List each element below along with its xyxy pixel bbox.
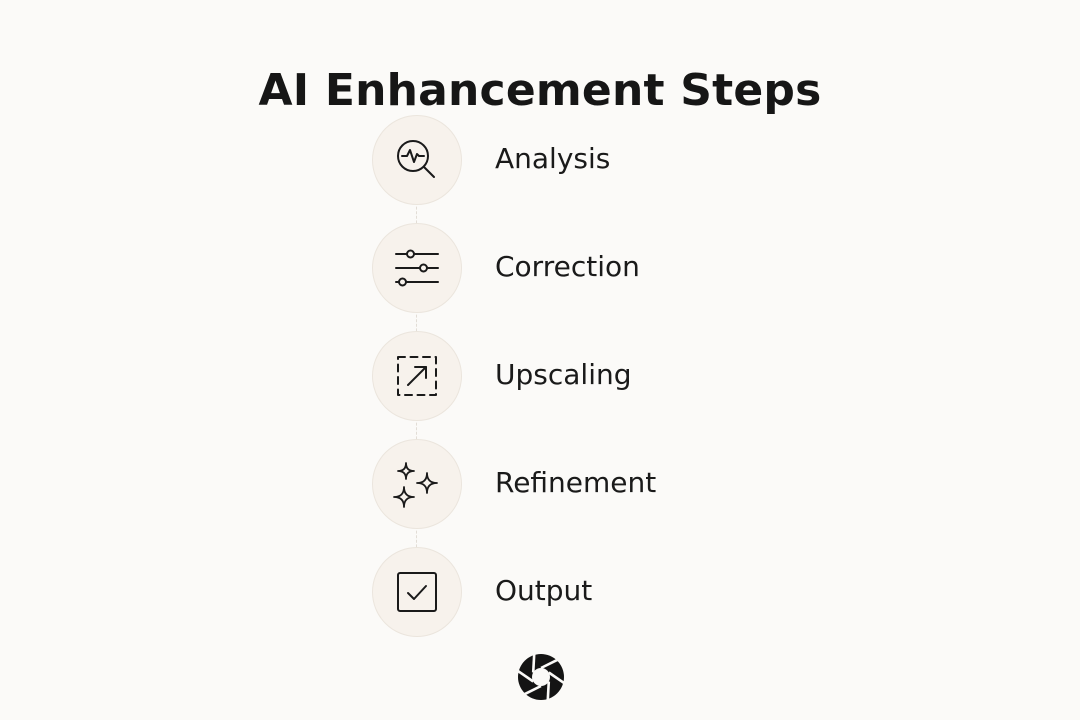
step-icon-circle (372, 547, 462, 637)
step-label: Upscaling (495, 358, 632, 391)
step-upscaling: Upscaling (372, 331, 792, 421)
step-icon-circle (372, 223, 462, 313)
connector-line (416, 526, 417, 552)
step-icon-circle (372, 331, 462, 421)
step-label: Correction (495, 250, 640, 283)
connector-line (416, 202, 417, 228)
step-output: Output (372, 547, 792, 637)
step-correction: Correction (372, 223, 792, 313)
step-icon-circle (372, 115, 462, 205)
step-label: Analysis (495, 142, 611, 175)
step-icon-circle (372, 439, 462, 529)
checkbox-icon (397, 572, 437, 612)
step-analysis: Analysis (372, 115, 792, 205)
dashed-expand-arrow-icon (397, 356, 437, 396)
sliders-icon (395, 249, 439, 287)
magnifier-pulse-icon (397, 140, 435, 178)
step-refinement: Refinement (372, 439, 792, 529)
connector-line (416, 310, 417, 336)
aperture-icon (516, 653, 566, 701)
step-label: Refinement (495, 466, 657, 499)
sparkles-icon (393, 462, 438, 508)
step-label: Output (495, 574, 593, 607)
connector-line (416, 418, 417, 444)
page-title: AI Enhancement Steps (258, 65, 822, 117)
